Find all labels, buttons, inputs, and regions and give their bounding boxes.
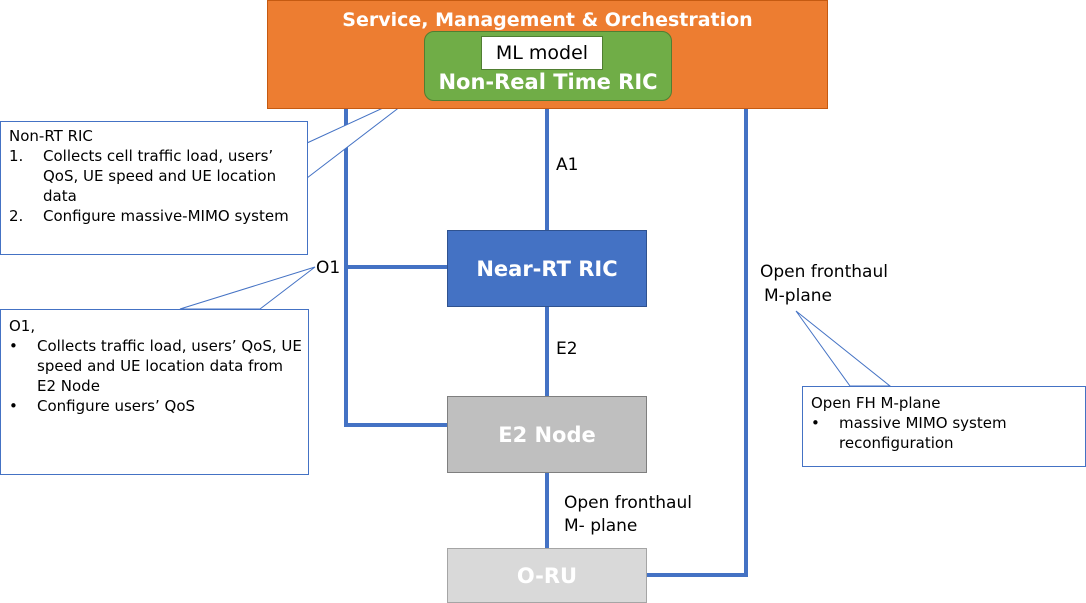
fh-right-label-line2: M-plane [764,286,832,306]
list-item: 1. Collects cell traffic load, users’ Qo… [9,146,307,206]
e2-label: E2 [556,339,578,359]
list-marker: 2. [9,207,24,225]
non-rt-ric-title: Non-Real Time RIC [438,70,658,94]
list-marker: • [811,414,820,432]
list-marker: • [9,337,18,355]
list-line: Collects traffic load, users’ QoS, UE [37,337,302,355]
non-rt-ric-box: Non-Real Time RIC [424,31,672,101]
list-line: Collects cell traffic load, users’ [43,147,274,165]
list-line: Configure massive-MIMO system [43,207,289,225]
o-ru-title: O-RU [516,563,578,588]
o1-callout-heading: O1, [9,317,36,335]
non-rt-callout-list: 1. Collects cell traffic load, users’ Qo… [9,146,307,226]
list-line: speed and UE location data from [37,357,284,375]
o1-callout-list: • Collects traffic load, users’ QoS, UE … [9,336,308,416]
a1-label: A1 [556,155,579,175]
list-marker: 1. [9,147,24,165]
fh-callout-heading: Open FH M-plane [811,394,941,412]
list-item: • Collects traffic load, users’ QoS, UE … [9,336,308,396]
list-item: 2. Configure massive-MIMO system [9,206,307,226]
list-item: • massive MIMO system reconfiguration [811,413,1085,453]
list-line: QoS, UE speed and UE location [43,167,277,185]
list-line: reconfiguration [839,434,954,452]
fh-right-label-line1: Open fronthaul [760,262,888,282]
list-marker: • [9,397,18,415]
o-ru-box: O-RU [447,548,647,603]
fh-callout-pointer [795,310,892,387]
e2-node-box: E2 Node [447,396,647,473]
list-line: Configure users’ QoS [37,397,196,415]
non-rt-callout: Non-RT RIC 1. Collects cell traffic load… [0,121,308,255]
fh-center-label-line2: M- plane [564,516,638,536]
e2-node-title: E2 Node [498,422,596,447]
list-line: E2 Node [37,377,100,395]
fh-callout: Open FH M-plane • massive MIMO system re… [802,386,1086,467]
o1-label: O1 [316,258,341,278]
ml-model-box: ML model [481,36,603,70]
non-rt-callout-heading: Non-RT RIC [9,127,93,145]
o1-link [344,109,447,427]
o1-callout: O1, • Collects traffic load, users’ QoS,… [0,309,309,475]
fh-center-label-line1: Open fronthaul [564,493,692,513]
list-line: massive MIMO system [839,414,1007,432]
o1-callout-pointer [179,266,316,310]
smo-title: Service, Management & Orchestration [342,9,753,31]
list-line: data [43,187,77,205]
fronthaul-m-plane-link [647,109,748,577]
list-item: • Configure users’ QoS [9,396,308,416]
fh-callout-list: • massive MIMO system reconfiguration [811,413,1085,453]
near-rt-ric-title: Near-RT RIC [476,256,618,281]
near-rt-ric-box: Near-RT RIC [447,230,647,307]
